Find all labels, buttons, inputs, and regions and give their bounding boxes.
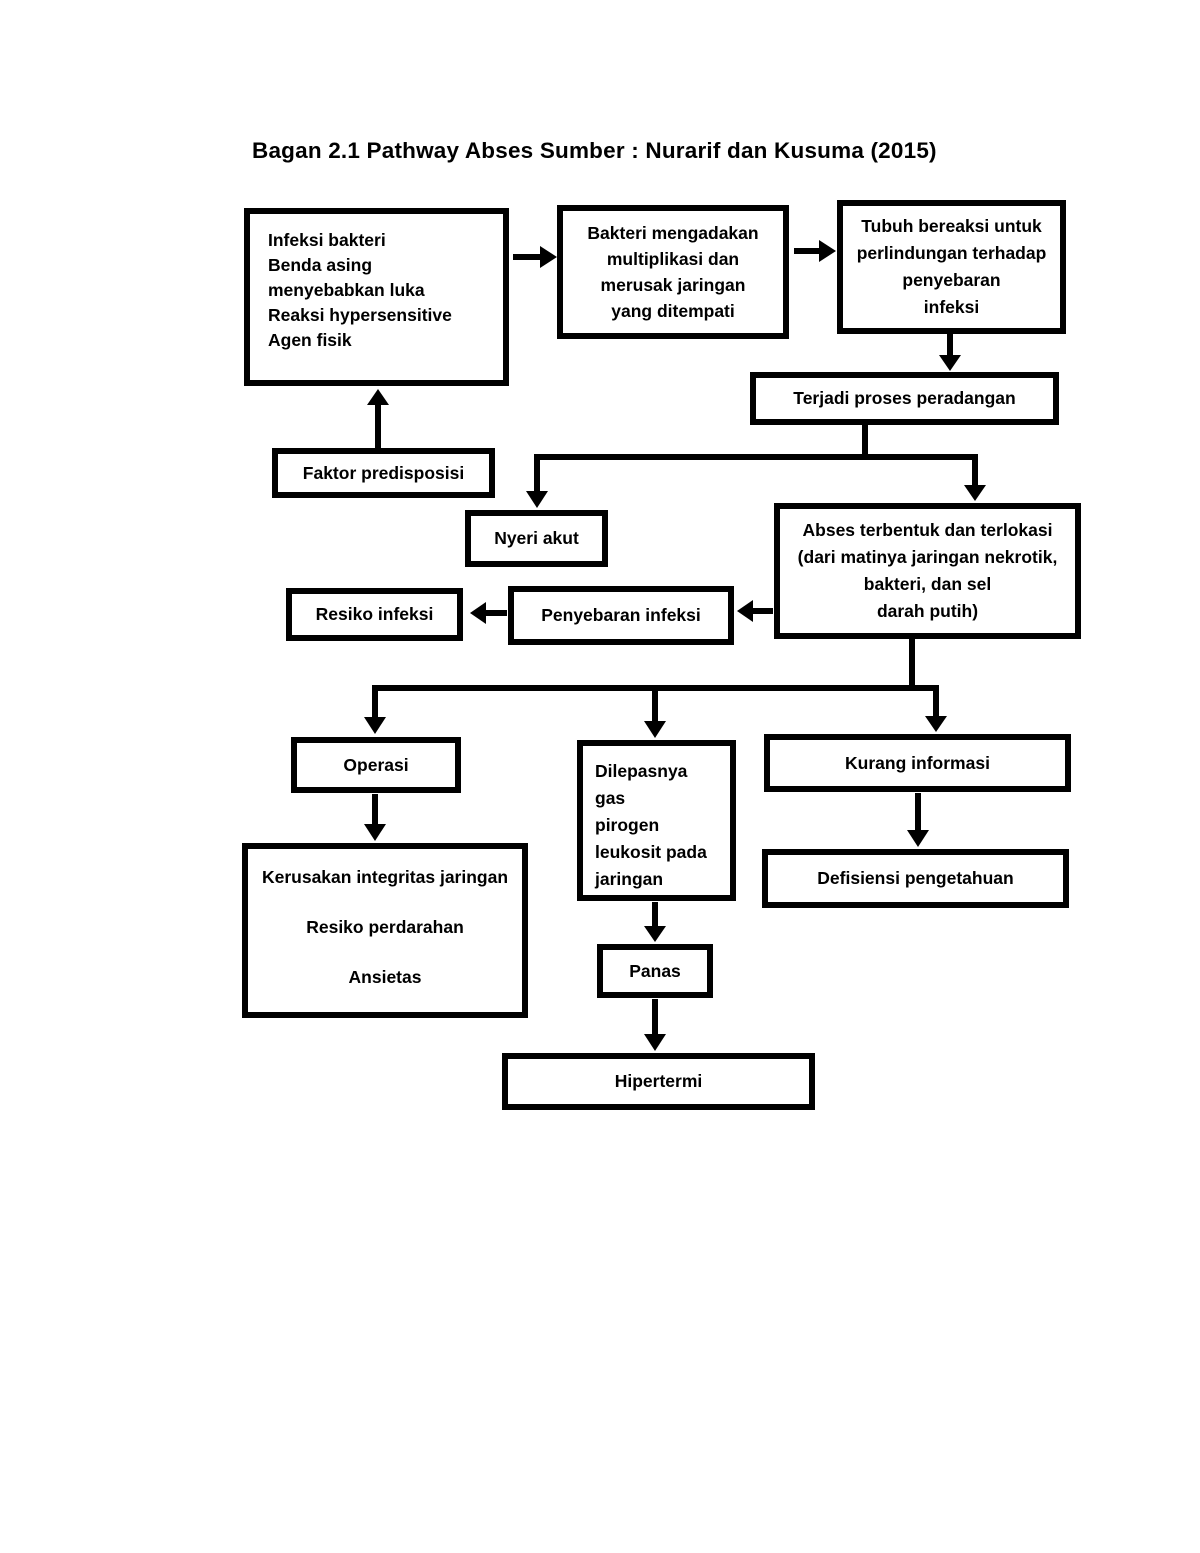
node-line: Bakteri mengadakan bbox=[587, 223, 759, 243]
node-line: Benda asing menyebabkan luka bbox=[268, 255, 425, 300]
diagram-title: Bagan 2.1 Pathway Abses Sumber : Nurarif… bbox=[252, 138, 937, 163]
node-line: infeksi bbox=[923, 297, 980, 317]
node-heat: Panas bbox=[597, 944, 713, 998]
node-line: Infeksi bakteri bbox=[268, 230, 386, 250]
node-tissue-integrity-damage: Kerusakan integritas jaringan Resiko per… bbox=[242, 843, 528, 1018]
node-knowledge-deficiency: Defisiensi pengetahuan bbox=[762, 849, 1069, 908]
node-line: Panas bbox=[629, 960, 681, 981]
node-line: Penyebaran infeksi bbox=[541, 605, 701, 625]
arrow-branch-to-surgery bbox=[364, 685, 386, 734]
node-line: Resiko perdarahan bbox=[306, 917, 464, 937]
node-line: Kerusakan integritas jaringan bbox=[261, 867, 509, 887]
arrow-branch-to-lack-of-information bbox=[925, 685, 947, 732]
arrow-inflammation-to-abscess bbox=[964, 454, 986, 501]
node-line: pirogen bbox=[595, 815, 660, 835]
arrow-body-reaction-to-inflammation bbox=[939, 334, 961, 371]
node-line: Abses terbentuk dan terlokasi bbox=[802, 520, 1053, 540]
arrow-lack-of-information-to-knowledge-deficiency bbox=[907, 793, 929, 847]
node-lack-of-information: Kurang informasi bbox=[764, 734, 1071, 792]
node-infection-spread: Penyebaran infeksi bbox=[508, 586, 734, 645]
arrow-surgery-to-tissue-integrity bbox=[364, 794, 386, 841]
node-line: (dari matinya jaringan nekrotik, bbox=[797, 547, 1058, 567]
node-infection-causes: Infeksi bakteri Benda asing menyebabkan … bbox=[244, 208, 509, 386]
node-line: Kurang informasi bbox=[845, 752, 990, 773]
node-predisposing-factor: Faktor predisposisi bbox=[272, 448, 495, 498]
node-line: Ansietas bbox=[348, 967, 422, 987]
node-body-reaction: Tubuh bereaksi untuk perlindungan terhad… bbox=[837, 200, 1066, 334]
connector-abscess-branch bbox=[375, 638, 936, 691]
node-line: Terjadi proses peradangan bbox=[793, 388, 1016, 408]
node-pyrogen-release: Dilepasnya gas pirogen leukosit pada jar… bbox=[577, 740, 736, 901]
node-line: Agen fisik bbox=[268, 330, 352, 350]
arrow-causes-to-multiplication bbox=[513, 246, 557, 268]
node-line: penyebaran bbox=[902, 270, 1001, 290]
node-bacteria-multiplication: Bakteri mengadakan multiplikasi dan meru… bbox=[557, 205, 789, 339]
node-line: Reaksi hypersensitive bbox=[268, 305, 452, 325]
arrow-heat-to-hyperthermia bbox=[644, 999, 666, 1051]
node-infection-risk: Resiko infeksi bbox=[286, 588, 463, 641]
node-acute-pain: Nyeri akut bbox=[465, 510, 608, 567]
node-inflammation-process: Terjadi proses peradangan bbox=[750, 372, 1059, 425]
arrow-branch-to-pyrogen bbox=[644, 685, 666, 738]
node-line: bakteri, dan sel bbox=[863, 574, 992, 594]
node-line: Tubuh bereaksi untuk bbox=[861, 216, 1042, 236]
node-line: Faktor predisposisi bbox=[302, 462, 465, 483]
arrow-infection-spread-to-infection-risk bbox=[470, 602, 507, 624]
node-line: leukosit pada bbox=[595, 842, 707, 862]
node-hyperthermia: Hipertermi bbox=[502, 1053, 815, 1110]
node-abscess-formed: Abses terbentuk dan terlokasi (dari mati… bbox=[774, 503, 1081, 639]
node-line: perlindungan terhadap bbox=[856, 243, 1047, 263]
node-line: merusak jaringan bbox=[600, 275, 746, 295]
node-line: Resiko infeksi bbox=[315, 604, 434, 624]
node-line: yang ditempati bbox=[611, 301, 735, 321]
node-line: darah putih) bbox=[876, 601, 979, 621]
node-line: Operasi bbox=[343, 754, 409, 775]
connector-inflammation-branch bbox=[537, 424, 975, 460]
arrow-inflammation-to-acute-pain bbox=[526, 454, 548, 508]
node-line: Hipertermi bbox=[614, 1071, 703, 1091]
node-line: Defisiensi pengetahuan bbox=[817, 868, 1014, 888]
arrow-pyrogen-to-heat bbox=[644, 902, 666, 942]
arrow-multiplication-to-body-reaction bbox=[794, 240, 836, 262]
node-line: Dilepasnya gas bbox=[595, 761, 688, 808]
arrow-predisposition-to-causes bbox=[367, 389, 389, 448]
node-line: jaringan bbox=[595, 869, 664, 889]
node-line: multiplikasi dan bbox=[606, 249, 740, 269]
node-line: Nyeri akut bbox=[494, 528, 579, 548]
node-surgery: Operasi bbox=[291, 737, 461, 793]
arrow-abscess-to-infection-spread bbox=[737, 600, 773, 622]
